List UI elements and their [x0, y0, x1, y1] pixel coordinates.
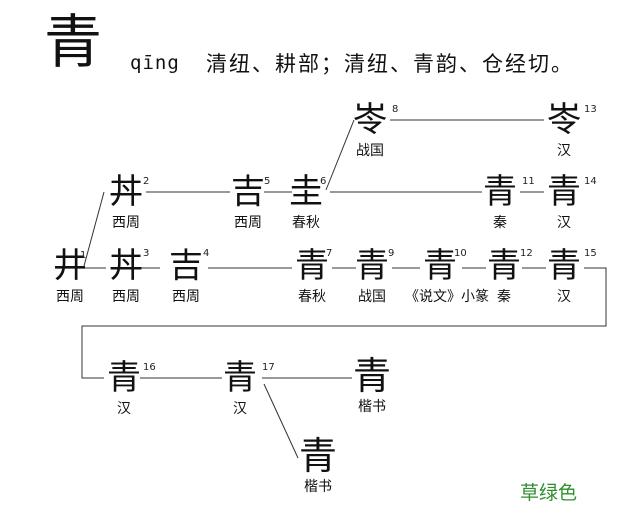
label-7: 春秋	[298, 289, 326, 305]
num-17: 17	[262, 362, 275, 373]
glyph-node-6: 圭 春秋	[276, 172, 336, 232]
label-11: 秦	[493, 215, 507, 231]
glyph-kaishu-2: 青	[298, 434, 337, 478]
edge-15-16	[81, 267, 607, 379]
label-10: 《说文》小篆	[405, 289, 489, 305]
glyph-node-3: 丼 西周	[96, 246, 156, 306]
glyph-node-14: 青 汉	[534, 172, 594, 232]
glyph-node-10: 青 《说文》小篆	[405, 246, 489, 306]
label-kaishu-1: 楷书	[358, 399, 386, 415]
edge-6-8	[325, 119, 355, 191]
glyph-11: 青	[483, 172, 517, 212]
glyph-node-11: 青 秦	[470, 172, 530, 232]
num-14: 14	[584, 176, 597, 187]
color-meaning-note: 草绿色	[520, 482, 578, 504]
label-12: 秦	[497, 289, 511, 305]
glyph-3: 丼	[109, 246, 143, 286]
glyph-node-1: 井 西周	[40, 246, 100, 306]
glyph-8: 岺	[353, 100, 387, 140]
glyph-6: 圭	[289, 172, 323, 212]
num-2: 2	[143, 176, 150, 187]
label-5: 西周	[234, 215, 262, 231]
glyph-13: 岺	[547, 100, 581, 140]
label-8: 战国	[356, 143, 384, 159]
num-12: 12	[520, 248, 533, 259]
glyph-14: 青	[547, 172, 581, 212]
glyph-1: 井	[53, 246, 87, 286]
num-13: 13	[584, 104, 597, 115]
glyph-node-12: 青 秦	[474, 246, 534, 306]
glyph-node-4: 吉 西周	[156, 246, 216, 306]
glyph-12: 青	[487, 246, 521, 286]
glyph-10: 青	[423, 246, 457, 286]
num-10: 10	[454, 248, 467, 259]
glyph-node-kaishu-2: 青 楷书	[288, 436, 348, 496]
phonetic-notes: 清纽、耕部；清纽、青韵、仓经切。	[206, 52, 574, 76]
label-2: 西周	[112, 215, 140, 231]
label-4: 西周	[172, 289, 200, 305]
num-4: 4	[203, 248, 210, 259]
label-9: 战国	[358, 289, 386, 305]
glyph-node-7: 青 春秋	[282, 246, 342, 306]
glyph-node-15: 青 汉	[534, 246, 594, 306]
label-15: 汉	[557, 289, 571, 305]
edge-17-kaishu2	[263, 383, 299, 459]
num-6: 6	[320, 176, 327, 187]
glyph-5: 吉	[231, 172, 265, 212]
glyph-17: 青	[223, 358, 257, 398]
pinyin: qīng	[130, 52, 180, 74]
glyph-node-2: 丼 西周	[96, 172, 156, 232]
glyph-node-13: 岺 汉	[534, 100, 594, 160]
label-17: 汉	[233, 401, 247, 417]
glyph-node-8: 岺 战国	[340, 100, 400, 160]
label-kaishu-2: 楷书	[304, 479, 332, 495]
glyph-15: 青	[547, 246, 581, 286]
label-16: 汉	[117, 401, 131, 417]
num-15: 15	[584, 248, 597, 259]
glyph-2: 丼	[109, 172, 143, 212]
glyph-16: 青	[107, 358, 141, 398]
label-6: 春秋	[292, 215, 320, 231]
glyph-9: 青	[355, 246, 389, 286]
glyph-node-9: 青 战国	[342, 246, 402, 306]
glyph-4: 吉	[169, 246, 203, 286]
num-9: 9	[388, 248, 395, 259]
glyph-kaishu-1: 青	[352, 354, 391, 398]
head-character: 青	[44, 8, 103, 76]
num-8: 8	[392, 104, 399, 115]
num-3: 3	[143, 248, 150, 259]
glyph-node-16: 青 汉	[94, 358, 154, 418]
glyph-node-5: 吉 西周	[218, 172, 278, 232]
num-7: 7	[326, 248, 333, 259]
label-13: 汉	[557, 143, 571, 159]
num-16: 16	[143, 362, 156, 373]
num-1: 1	[80, 250, 87, 261]
edge-1-2	[83, 191, 105, 267]
glyph-node-kaishu-1: 青 楷书	[342, 356, 402, 416]
label-14: 汉	[557, 215, 571, 231]
glyph-node-17: 青 汉	[210, 358, 270, 418]
glyph-7: 青	[295, 246, 329, 286]
num-11: 11	[522, 176, 535, 187]
label-3: 西周	[112, 289, 140, 305]
num-5: 5	[264, 176, 271, 187]
label-1: 西周	[56, 289, 84, 305]
